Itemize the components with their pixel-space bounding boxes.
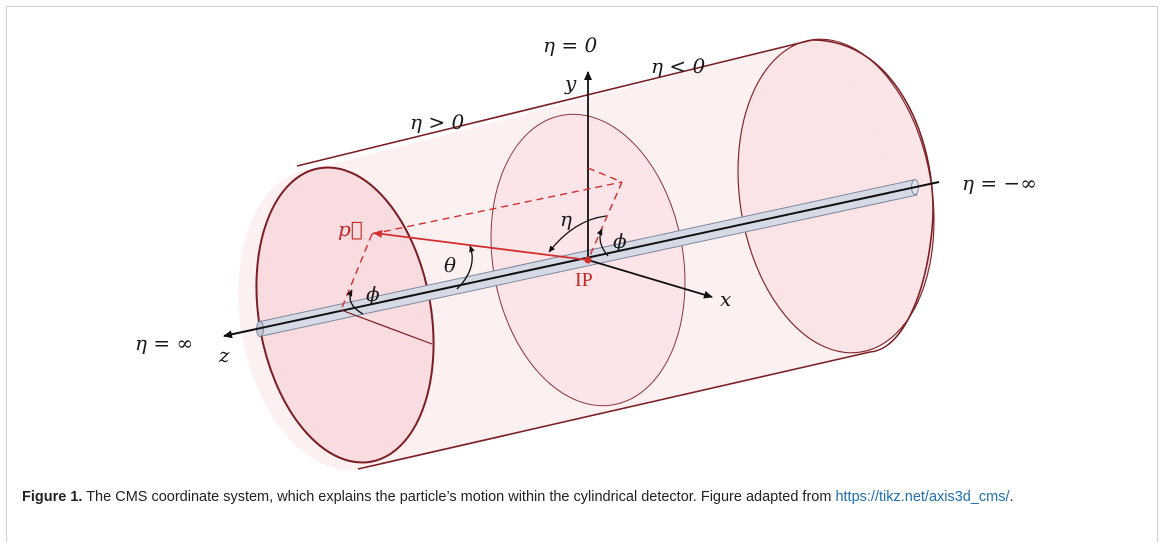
phi-right-arc <box>596 228 609 257</box>
caption-link[interactable]: https://tikz.net/axis3d_cms/ <box>835 489 1010 505</box>
x-axis <box>587 259 713 299</box>
label-p-vector: p⃗ <box>338 217 363 241</box>
label-eta-pos: η > 0 <box>410 110 464 134</box>
cylinder-bottom-edge <box>357 351 871 470</box>
label-y-axis: y <box>564 71 577 95</box>
label-eta-neg: η < 0 <box>651 54 705 78</box>
ip-point <box>584 256 592 264</box>
momentum-vector <box>373 230 589 261</box>
label-phi-left: ϕ <box>366 282 380 306</box>
label-eta-minus-inf: η = −∞ <box>962 171 1037 195</box>
cylinder-right-contour <box>811 39 934 353</box>
cylinder-top-edge <box>296 39 813 167</box>
front-face-projection <box>340 309 433 345</box>
label-eta-zero: η = 0 <box>543 33 597 57</box>
label-phi-right: ϕ <box>613 229 627 253</box>
figure-frame <box>6 6 1158 542</box>
caption-end: . <box>1009 489 1014 505</box>
phi-left-arc <box>346 289 364 315</box>
caption-label: Figure 1. <box>22 489 83 505</box>
cms-coordinate-diagram: η = 0 η < 0 η > 0 η = −∞ η = ∞ y x z p⃗ … <box>135 33 1037 471</box>
label-z-axis: z <box>218 343 230 367</box>
label-x-axis: x <box>720 287 731 311</box>
label-theta: θ <box>444 253 456 277</box>
label-eta-angle: η <box>560 207 572 231</box>
label-ip: IP <box>575 269 593 291</box>
momentum-projection <box>340 167 623 311</box>
figure-caption: Figure 1. The CMS coordinate system, whi… <box>22 487 1142 508</box>
label-eta-plus-inf: η = ∞ <box>135 331 193 355</box>
caption-text: The CMS coordinate system, which explain… <box>82 489 836 505</box>
theta-arc <box>456 245 475 290</box>
eta-arc <box>548 215 607 253</box>
